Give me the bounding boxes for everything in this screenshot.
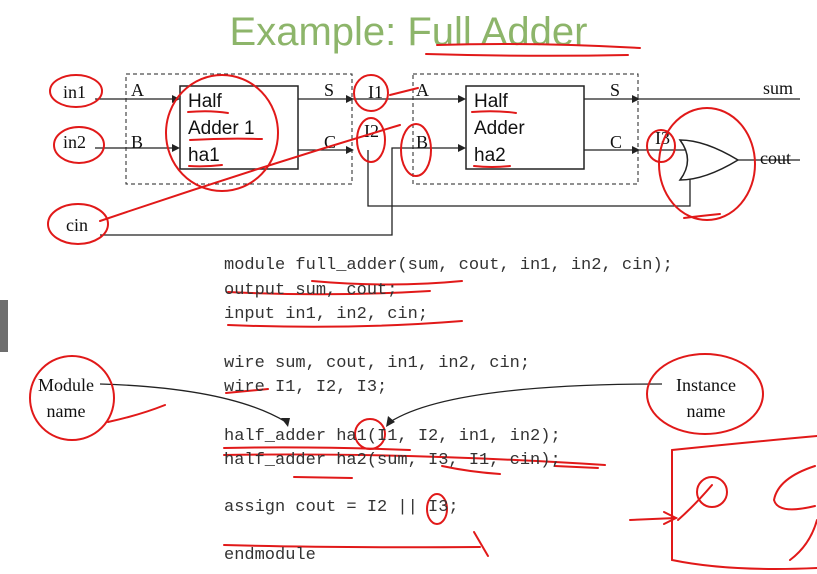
module-name-line1: Module [38,375,94,395]
ha2-label-line3: ha2 [474,145,506,166]
code-line-module: module full_adder(sum, cout, in1, in2, c… [224,256,673,275]
ha2-port-s: S [610,80,620,100]
ha1-port-c: C [324,132,336,152]
slide-edge-handle [0,300,8,352]
wire-label-i1: I1 [368,82,383,102]
instance-name-line2: name [686,401,726,421]
input-label-in2: in2 [63,132,86,152]
code-line-assign: assign cout = I2 || I3; [224,498,459,517]
ha2-box [465,85,585,170]
slide-title: Example: Full Adder [229,10,588,54]
ha1-dashed-boundary [125,73,353,185]
code-line-wire-internal: wire I1, I2, I3; [224,378,388,397]
input-label-in1: in1 [63,82,86,102]
ha2-label-line1: Half [474,91,509,112]
ha2-label-line2: Adder [474,118,525,139]
code-line-ha2-instance: half_adder ha2(sum, I3, I1, cin); [224,451,561,470]
code-line-wire-ports: wire sum, cout, in1, in2, cin; [224,354,531,373]
ha1-port-a: A [131,80,144,100]
ha2-dashed-boundary [412,73,639,185]
ha2-port-c: C [610,132,622,152]
module-name-line2: name [46,401,86,421]
module-name-callout: Module name [26,372,106,424]
ha1-label-line3: ha1 [188,145,220,166]
ha1-label-line1: Half [188,91,223,112]
input-label-cin: cin [66,215,88,235]
instance-name-line1: Instance [676,375,736,395]
handwritten-annotations [29,43,817,570]
ha2-port-a: A [416,80,429,100]
code-line-endmodule: endmodule [224,546,316,565]
output-label-sum: sum [763,78,793,98]
wire-label-i2: I2 [364,121,379,141]
code-line-input: input in1, in2, cin; [224,305,429,324]
ha1-port-b: B [131,132,143,152]
ha2-port-b: B [416,132,428,152]
instance-name-callout: Instance name [656,372,756,424]
ha1-label-line2: Adder 1 [188,118,255,139]
or-gate [678,139,740,181]
code-line-ha1-instance: half_adder ha1(I1, I2, in1, in2); [224,427,561,446]
output-label-cout: cout [760,148,791,168]
ha1-port-s: S [324,80,334,100]
code-line-output: output sum, cout; [224,281,398,300]
